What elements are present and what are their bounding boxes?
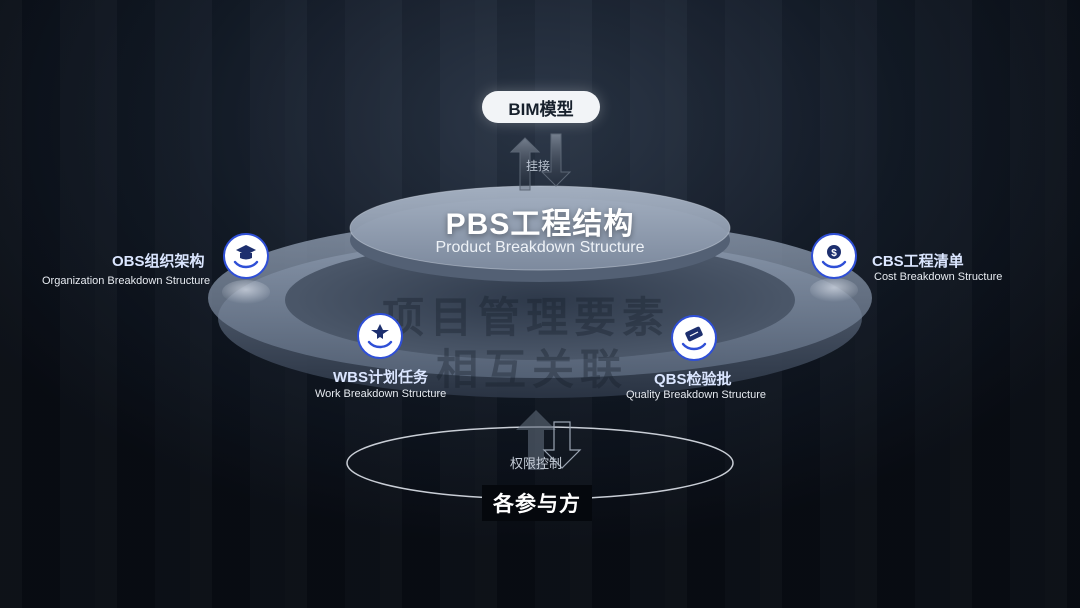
qbs-title: QBS检验批 xyxy=(654,371,732,388)
ticket-icon xyxy=(671,315,717,361)
plane-icon xyxy=(357,313,403,359)
svg-text:$: $ xyxy=(831,248,837,259)
wbs-subtitle: Work Breakdown Structure xyxy=(315,388,447,400)
wbs-title: WBS计划任务 xyxy=(333,369,428,386)
obs-title: OBS组织架构 xyxy=(112,253,205,270)
qbs-subtitle: Quality Breakdown Structure xyxy=(626,389,767,401)
obs-subtitle: Organization Breakdown Structure xyxy=(42,275,211,287)
watermark-line-2: 相互关联 xyxy=(436,346,629,393)
bim-model-box: BIM模型 xyxy=(482,91,600,123)
center-subtitle: Product Breakdown Structure xyxy=(435,239,645,256)
bottom-link-label: 权限控制 xyxy=(510,456,563,471)
graduation-cap-icon xyxy=(223,233,269,279)
bottom-double-arrow-icon xyxy=(516,410,582,470)
top-link-label: 挂接 xyxy=(526,159,551,173)
cbs-pedestal xyxy=(810,278,858,302)
cbs-title: CBS工程清单 xyxy=(872,253,964,270)
center-disc xyxy=(349,185,731,282)
dollar-coin-icon: $ xyxy=(811,233,857,279)
center-title: PBS工程结构 xyxy=(445,208,635,241)
participants-box: 各参与方 xyxy=(482,485,592,521)
cbs-subtitle: Cost Breakdown Structure xyxy=(874,271,1003,283)
watermark-line-1: 项目管理要素 xyxy=(382,294,671,341)
obs-pedestal xyxy=(222,280,270,304)
top-double-arrow-icon xyxy=(509,133,572,191)
